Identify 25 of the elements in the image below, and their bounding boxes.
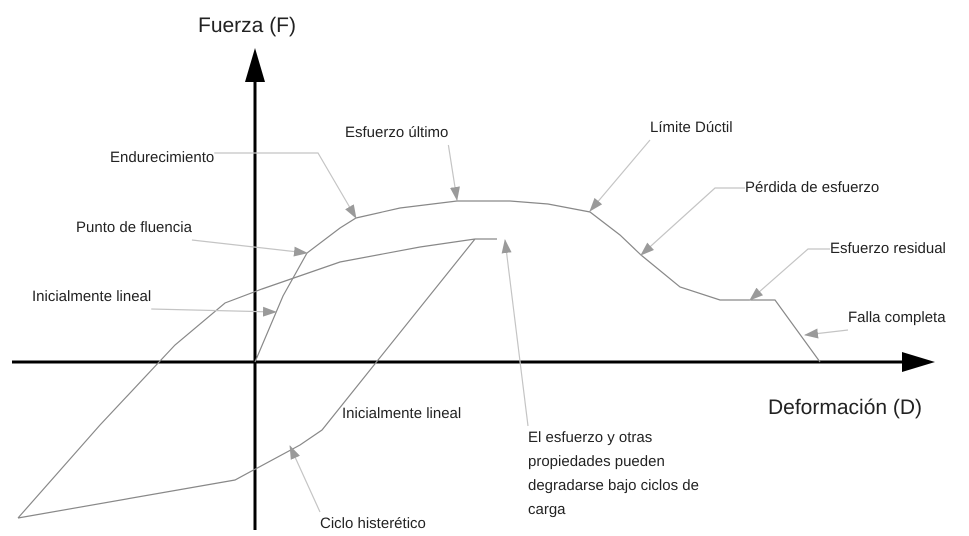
callout-text: Esfuerzo último [345,121,448,145]
callout-text: Límite Dúctil [650,116,733,140]
leader-line [589,140,650,212]
callout-text: Esfuerzo residual [830,237,946,261]
callout-text: Inicialmente lineal [32,285,152,309]
axis-label: Deformación (D) [768,396,922,420]
callout-text: Ciclo histerético [320,512,426,536]
leader-line [151,306,277,317]
leader-line [289,445,321,512]
leader-line [192,239,308,256]
leader-line [804,328,848,338]
callout-text: Punto de fluencia [76,216,192,240]
callout-text: Endurecimiento [110,146,214,170]
callout-text: Falla completa [848,306,946,330]
axis-label: Fuerza (F) [198,14,296,38]
backbone-curve [254,200,820,362]
leader-line [214,152,357,219]
leader-line [749,248,830,301]
annotation-text: Inicialmente lineal [342,404,462,424]
hysteresis-curve [16,238,498,519]
leader-line [502,239,529,426]
leader-line [640,187,745,256]
callout-text: Pérdida de esfuerzo [745,176,880,200]
callout-text: El esfuerzo y otras propiedades pueden degradarse bajo ciclos de carga [528,426,703,522]
leader-line [448,144,460,201]
